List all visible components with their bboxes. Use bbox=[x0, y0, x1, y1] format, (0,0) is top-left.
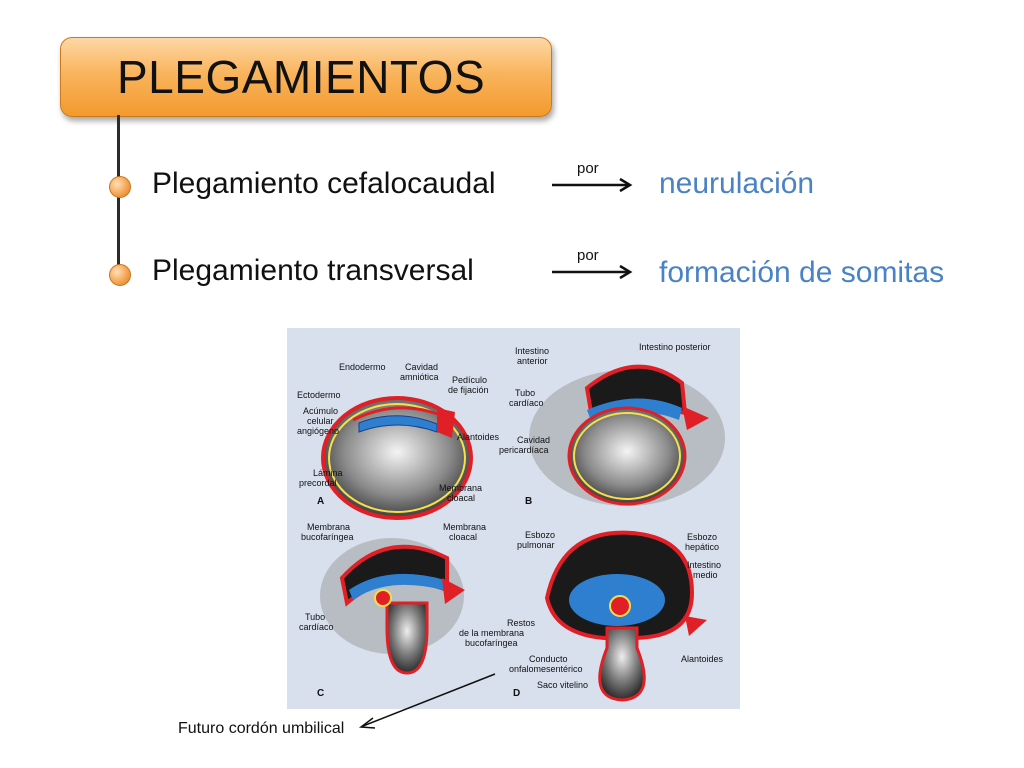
caption-arrow-icon bbox=[358, 673, 496, 729]
panel-b bbox=[529, 364, 725, 506]
label-hepatico: hepático bbox=[685, 542, 719, 552]
label-tubo-c: Tubo bbox=[305, 612, 325, 622]
row-label-transversal: Plegamiento transversal bbox=[152, 254, 474, 287]
label-endodermo: Endodermo bbox=[339, 362, 386, 372]
caption-cordon-umbilical: Futuro cordón umbilical bbox=[178, 720, 345, 737]
por-label: por bbox=[577, 247, 599, 264]
label-saco-vitelino: Saco vitelino bbox=[537, 680, 588, 690]
label-esbozo-d: Esbozo bbox=[525, 530, 555, 540]
label-esbozo-d2: Esbozo bbox=[687, 532, 717, 542]
label-amniotica: amniótica bbox=[400, 372, 439, 382]
label-membrana-c: Membrana bbox=[307, 522, 350, 532]
label-membrana-c2: Membrana bbox=[443, 522, 486, 532]
label-celular: celular bbox=[307, 416, 334, 426]
arrow-right-icon bbox=[552, 264, 633, 280]
panel-letter-d: D bbox=[513, 688, 520, 699]
label-pediculo: Pedículo bbox=[452, 375, 487, 385]
panel-letter-c: C bbox=[317, 688, 324, 699]
por-label: por bbox=[577, 160, 599, 177]
label-intestino-b: Intestino bbox=[515, 346, 549, 356]
label-cloacal-a: cloacal bbox=[447, 493, 475, 503]
arrow-right-icon bbox=[552, 177, 633, 193]
label-onfalomesenterico: onfalomesentérico bbox=[509, 664, 583, 674]
label-conducto: Conducto bbox=[529, 654, 568, 664]
page-title: PLEGAMIENTOS bbox=[117, 51, 486, 103]
label-cloacal-c: cloacal bbox=[449, 532, 477, 542]
label-cardiaco-c: cardíaco bbox=[299, 622, 334, 632]
label-alantoides-d: Alantoides bbox=[681, 654, 724, 664]
label-tubo-b: Tubo bbox=[515, 388, 535, 398]
bullet-icon bbox=[109, 176, 131, 198]
label-restos: Restos bbox=[507, 618, 536, 628]
label-lamina: Lámina bbox=[313, 468, 343, 478]
label-intestino-posterior: Intestino posterior bbox=[639, 342, 711, 352]
label-acumulo: Acúmulo bbox=[303, 406, 338, 416]
panel-c bbox=[320, 538, 465, 675]
row-label-cefalocaudal: Plegamiento cefalocaudal bbox=[152, 167, 496, 200]
label-bucofaringea-c: bucofaríngea bbox=[301, 532, 354, 542]
label-alantoides-a: Alantoides bbox=[457, 432, 500, 442]
bullet-icon bbox=[109, 264, 131, 286]
label-precordal: precordal bbox=[299, 478, 337, 488]
panel-a bbox=[321, 396, 473, 520]
label-ectodermo: Ectodermo bbox=[297, 390, 341, 400]
title-box: PLEGAMIENTOS bbox=[60, 37, 552, 117]
label-pericardiaca: pericardíaca bbox=[499, 445, 549, 455]
label-medio: medio bbox=[693, 570, 718, 580]
result-somitas: formación de somitas bbox=[659, 256, 945, 289]
label-anterior: anterior bbox=[517, 356, 548, 366]
panel-letter-a: A bbox=[317, 496, 324, 507]
label-intestino-d: Intestino bbox=[687, 560, 721, 570]
label-membrana-a: Membrana bbox=[439, 483, 482, 493]
label-pulmonar: pulmonar bbox=[517, 540, 555, 550]
panel-d bbox=[544, 530, 707, 702]
panel-letter-b: B bbox=[525, 496, 532, 507]
label-bucofaringea-d: bucofaríngea bbox=[465, 638, 518, 648]
embryo-folding-figure: Endodermo Cavidad amniótica Pedículo de … bbox=[287, 328, 740, 709]
result-neurulacion: neurulación bbox=[659, 167, 815, 200]
label-de-fijacion: de fijación bbox=[448, 385, 489, 395]
label-de-la-membrana: de la membrana bbox=[459, 628, 524, 638]
label-angiogeno: angiógeno bbox=[297, 426, 339, 436]
label-cavidad-b: Cavidad bbox=[517, 435, 550, 445]
label-cavidad: Cavidad bbox=[405, 362, 438, 372]
label-cardiaco-b: cardíaco bbox=[509, 398, 544, 408]
